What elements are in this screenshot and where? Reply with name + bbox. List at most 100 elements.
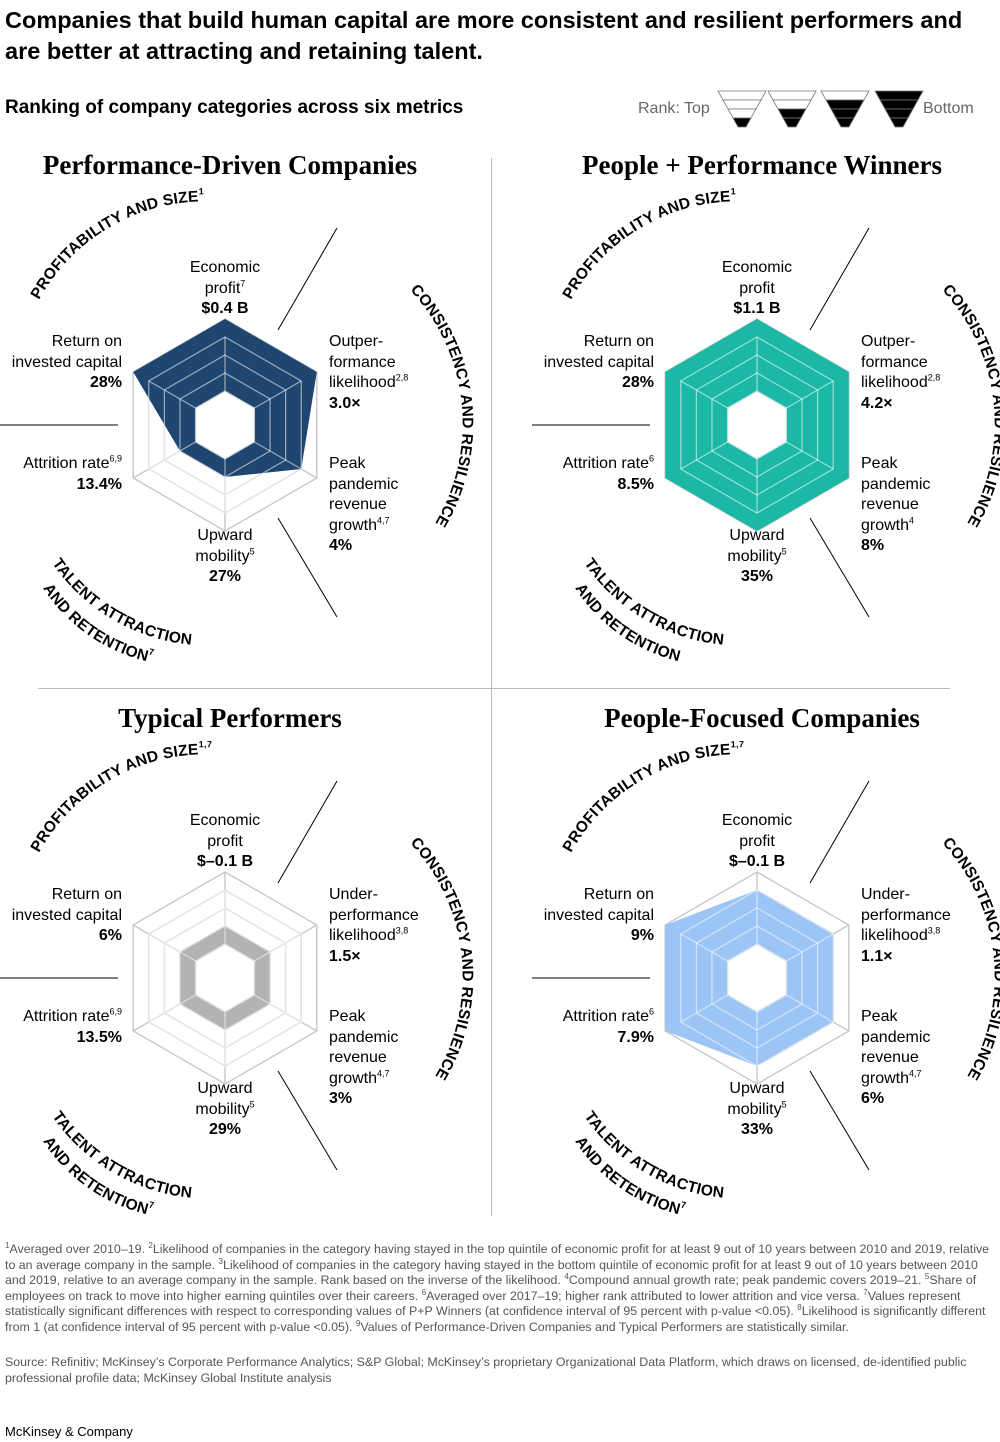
legend-funnel-3 [820, 90, 870, 128]
metric-name-line: Attrition rate [562, 455, 649, 472]
footnote-text: Compound annual growth rate; peak pandem… [568, 1273, 925, 1288]
metric-name-line: growth [861, 1069, 910, 1087]
metric-footnote-ref: 5 [249, 1099, 255, 1110]
headline: Companies that build human capital are m… [5, 7, 963, 64]
grid-divider-vertical [491, 158, 492, 1216]
metric-name-line: Outper- [861, 333, 916, 350]
metric-name-line: profit [207, 832, 243, 850]
metric-name-line: pandemic [861, 475, 931, 493]
metric-name-line: Attrition rate [23, 1008, 110, 1025]
metric-label-4: Upward mobility5 29% [125, 1079, 325, 1141]
metric-value: 28% [89, 374, 122, 391]
metric-name-line: invested capital [543, 906, 654, 924]
metric-footnote-ref: 4,7 [377, 1068, 390, 1079]
metric-name-line: Peak [861, 1008, 898, 1025]
footnote-number: 2 [148, 1240, 153, 1250]
metric-footnote-ref: 2,8 [395, 372, 409, 383]
metric-name-line: likelihood [861, 927, 928, 944]
subtitle: Ranking of company categories across six… [5, 97, 464, 118]
footnote-number: 8 [797, 1303, 802, 1313]
footnote-number: 9 [355, 1318, 361, 1328]
legend-bottom-label: Bottom [923, 100, 974, 117]
metric-name-line: performance [861, 906, 951, 924]
metric-name-line: revenue [861, 496, 919, 513]
metric-value: 4% [329, 537, 353, 554]
category-divider [809, 1070, 870, 1171]
metric-value: 28% [621, 374, 654, 391]
radar-grid-spoke-overlay [786, 994, 834, 1023]
footnote-number: 5 [924, 1272, 930, 1282]
metric-name-line: profit [739, 832, 775, 850]
footnote-number: 3 [218, 1256, 223, 1266]
metric-name-line: Economic [189, 259, 261, 276]
metric-footnote-ref: 2,8 [927, 372, 941, 383]
metric-name-line: likelihood [861, 374, 928, 391]
metric-name-line: invested capital [11, 353, 122, 371]
metric-footnote-ref: 4,7 [909, 1068, 922, 1079]
metric-value: $–0.1 B [728, 853, 786, 870]
metric-name-line: pandemic [329, 475, 399, 493]
metric-name-line: Economic [721, 812, 793, 829]
footnote-text: Averaged over 2010–19. [9, 1242, 149, 1256]
metric-name-line: Economic [189, 812, 261, 829]
metric-name-line: pandemic [861, 1028, 931, 1046]
legend-funnels [717, 90, 924, 128]
category-divider [809, 517, 870, 618]
radar-grid-spoke-overlay [786, 380, 834, 409]
metric-value: 3.0× [329, 394, 361, 412]
footnote-text: Likelihood of companies in the category … [5, 1257, 978, 1288]
panel-title: Typical Performers [118, 703, 342, 733]
footnote-text: Likelihood of companies in the category … [5, 1242, 990, 1272]
metric-name-line: Peak [329, 1008, 366, 1025]
metric-name-line: performance [329, 906, 419, 924]
metric-name-line: Return on [583, 886, 654, 903]
metric-name-line: Upward [197, 1080, 253, 1097]
radar-grid-spoke-overlay [254, 441, 302, 470]
footnote-number: 7 [863, 1287, 868, 1297]
metric-value: 13.4% [76, 475, 122, 493]
metric-name-line: Peak [861, 455, 898, 472]
category-divider [277, 517, 338, 618]
metric-name-line: revenue [329, 1049, 387, 1066]
radar-area [665, 890, 834, 1066]
radar-grid-spoke-overlay [148, 994, 196, 1023]
metric-value: 6% [861, 1090, 885, 1107]
category-divider [277, 1070, 338, 1171]
metric-name-line: Attrition rate [562, 1008, 649, 1025]
metric-value: 35% [740, 568, 774, 585]
metric-name-line: growth [329, 1069, 378, 1087]
metric-value: $1.1 B [733, 300, 781, 317]
category-divider [809, 780, 870, 884]
footnote-text: Averaged over 2017–19; higher rank attri… [426, 1288, 864, 1303]
metric-name-line: mobility [195, 1100, 250, 1118]
metric-footnote-ref: 6,9 [109, 1006, 122, 1017]
footnote-number: 6 [421, 1287, 427, 1297]
metric-name-line: profit [739, 279, 775, 297]
footnote-text: Likelihood is significantly different fr… [5, 1304, 986, 1334]
panel-title: Performance-Driven Companies [42, 150, 418, 180]
metric-name-line: formance [329, 353, 396, 371]
legend-top-label: Rank: Top [638, 100, 710, 117]
radar-grid-spoke-overlay [148, 380, 196, 409]
metric-value: 29% [208, 1121, 242, 1138]
radar-grid-spoke-overlay [680, 933, 728, 962]
legend-funnel-2 [767, 90, 817, 128]
metric-value: 1.1× [861, 947, 893, 965]
